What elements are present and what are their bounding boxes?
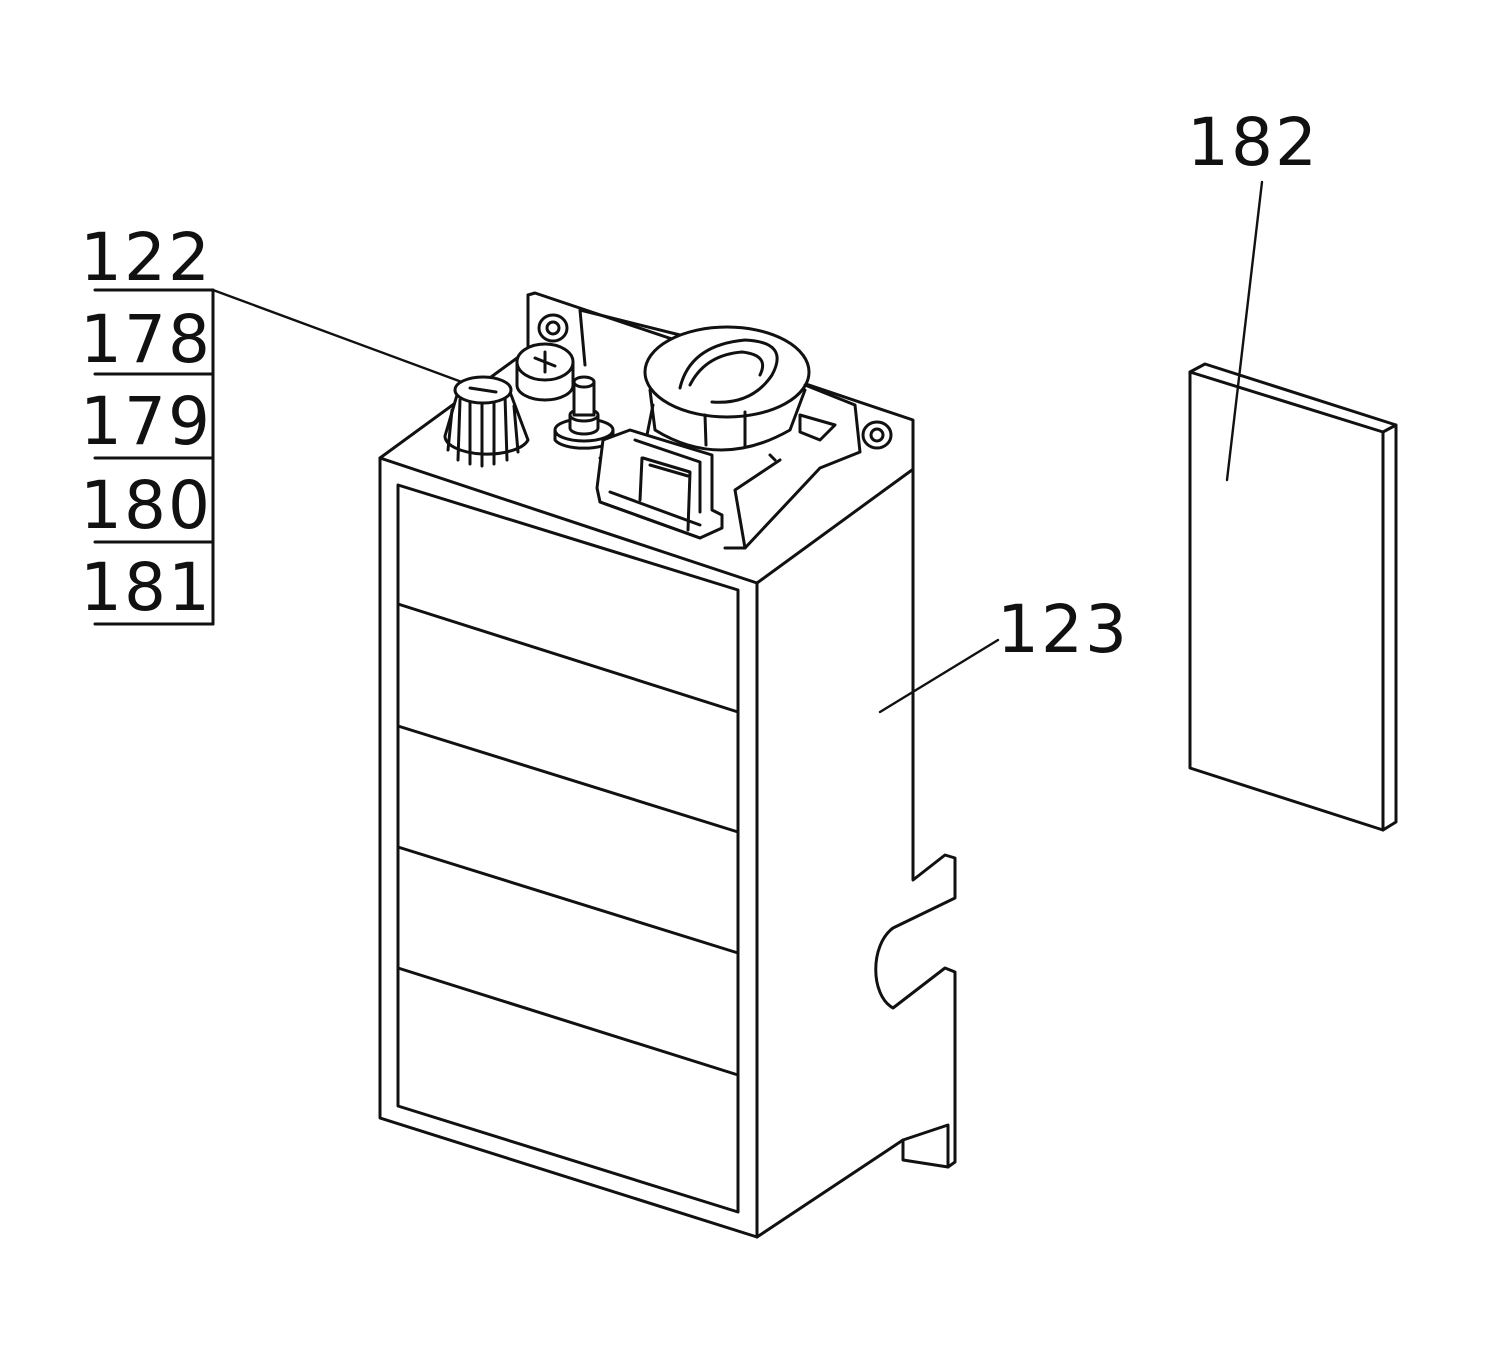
drawer-dividers bbox=[396, 602, 740, 1077]
ref-label-179: 179 bbox=[80, 383, 212, 460]
rotary-knob-icon bbox=[443, 375, 530, 468]
leader-line-182 bbox=[1225, 180, 1264, 482]
ref-label-182: 182 bbox=[1187, 104, 1319, 181]
leader-line-123 bbox=[878, 638, 1000, 714]
leader-line-122 bbox=[211, 288, 480, 390]
panel-front-face bbox=[1188, 370, 1385, 832]
mounting-hole-right-icon bbox=[861, 420, 893, 450]
panel-edge bbox=[1188, 362, 1398, 832]
label-stack-bracket bbox=[93, 288, 215, 626]
ref-label-122: 122 bbox=[80, 219, 212, 296]
toggle-switch-icon bbox=[553, 375, 615, 450]
top-rail bbox=[578, 308, 682, 367]
ref-label-178: 178 bbox=[80, 301, 212, 378]
panel-182: 182 bbox=[1187, 104, 1398, 832]
latch-clip-icon bbox=[595, 428, 724, 540]
housing-123: 123 bbox=[378, 291, 1129, 1239]
front-panel-frame bbox=[396, 483, 740, 1214]
top-components bbox=[443, 308, 893, 550]
cable-gland-icon bbox=[643, 325, 811, 452]
housing-side-face bbox=[755, 853, 957, 1239]
ref-label-123: 123 bbox=[997, 591, 1129, 668]
mounting-hole-left-icon bbox=[537, 313, 569, 343]
ref-label-180: 180 bbox=[80, 467, 212, 544]
housing-front-face bbox=[378, 456, 759, 1239]
reference-label-stack: 122 178 179 180 181 bbox=[80, 219, 480, 626]
ref-label-181: 181 bbox=[80, 549, 212, 626]
adjustment-screw-icon bbox=[515, 342, 575, 402]
